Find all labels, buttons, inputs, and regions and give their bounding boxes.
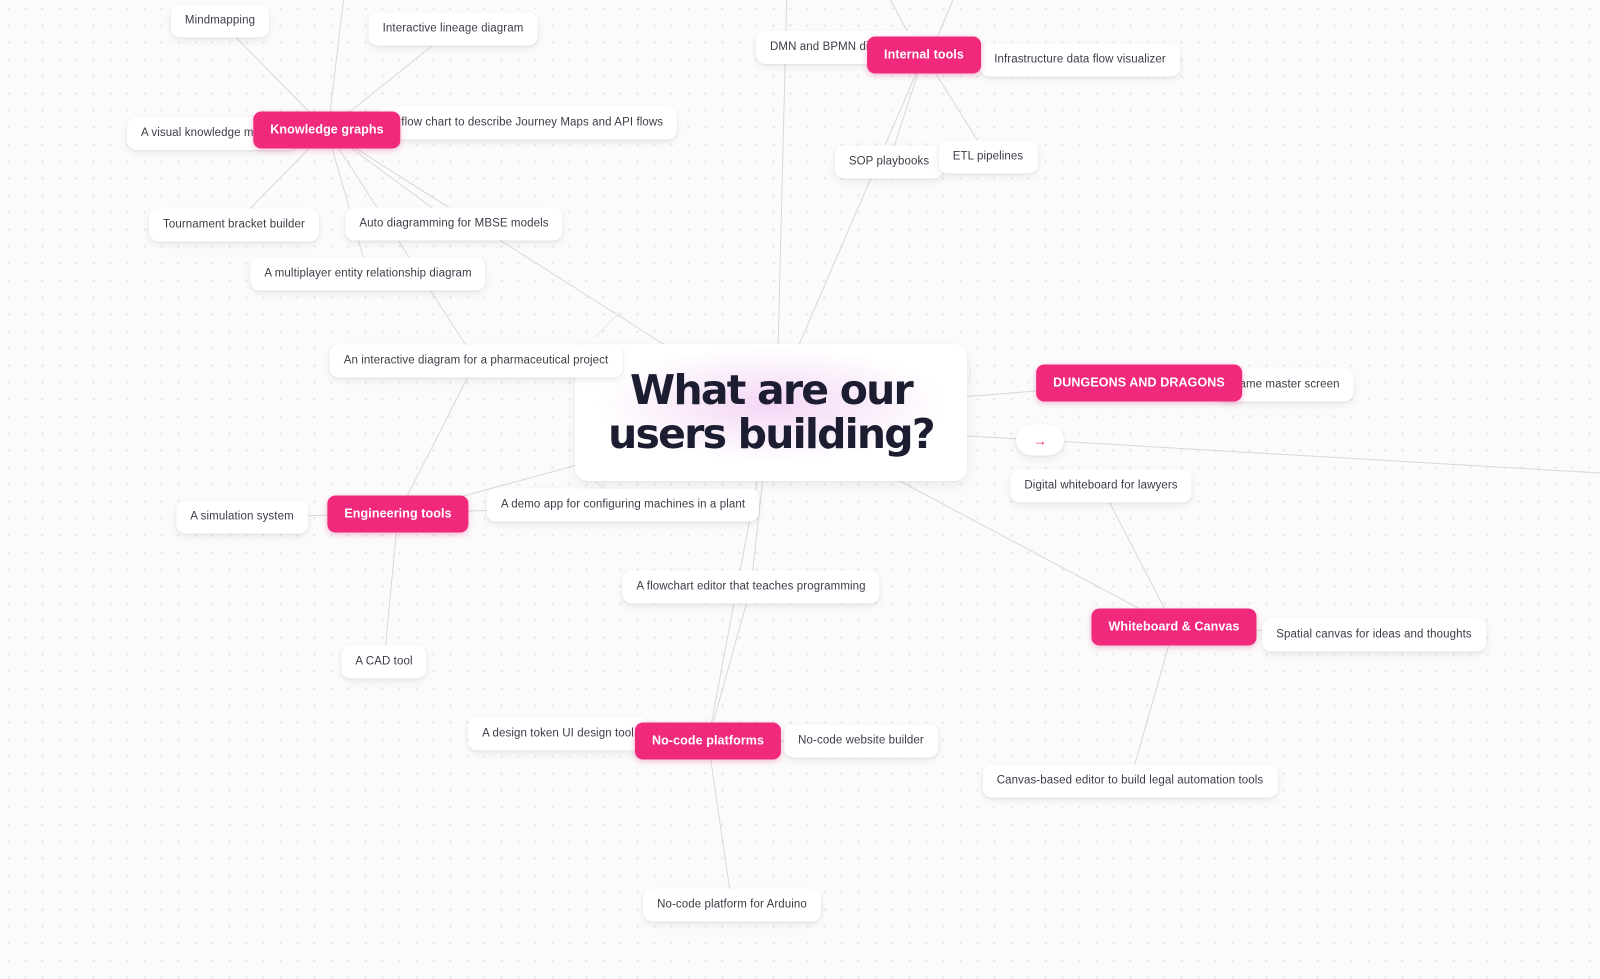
leaf-card-spatial-canvas[interactable]: Spatial canvas for ideas and thoughts xyxy=(1262,618,1486,652)
leaf-card-infra-data-flow[interactable]: Infrastructure data flow visualizer xyxy=(980,43,1180,77)
title-line-1: What are our xyxy=(630,366,914,415)
leaf-card-sop-playbooks[interactable]: SOP playbooks xyxy=(834,145,944,179)
leaf-card-lawyers-whiteboard[interactable]: Digital whiteboard for lawyers xyxy=(1010,469,1192,503)
sketch-stroke xyxy=(593,311,621,339)
category-node-dungeons-and-dragons[interactable]: DUNGEONS AND DRAGONS xyxy=(1036,364,1242,402)
arrow-right-icon: → xyxy=(1033,432,1047,448)
edge xyxy=(326,129,477,362)
glow-decoration xyxy=(575,344,967,481)
central-question-title: What are our users building? xyxy=(608,366,935,458)
leaf-card-flowchart-teaches[interactable]: A flowchart editor that teaches programm… xyxy=(622,570,880,604)
leaf-card-mindmapping[interactable]: Mindmapping xyxy=(170,4,270,38)
category-node-internal-tools[interactable]: Internal tools xyxy=(867,36,981,74)
leaf-card-design-token[interactable]: A design token UI design tool xyxy=(468,717,648,751)
leaf-card-demo-app-plant[interactable]: A demo app for configuring machines in a… xyxy=(486,488,760,522)
arrow-pill-node[interactable]: → xyxy=(1016,424,1064,456)
leaf-card-cad-tool[interactable]: A CAD tool xyxy=(341,645,427,679)
leaf-card-journey-maps[interactable]: A flow chart to describe Journey Maps an… xyxy=(376,106,678,140)
category-node-knowledge-graphs[interactable]: Knowledge graphs xyxy=(253,111,401,149)
leaf-card-tournament-bracket[interactable]: Tournament bracket builder xyxy=(149,208,319,242)
leaf-card-arduino-platform[interactable]: No-code platform for Arduino xyxy=(643,888,821,922)
leaf-card-multiplayer-erd[interactable]: A multiplayer entity relationship diagra… xyxy=(250,257,486,291)
category-node-whiteboard-canvas[interactable]: Whiteboard & Canvas xyxy=(1091,608,1257,646)
leaf-card-etl-pipelines[interactable]: ETL pipelines xyxy=(938,140,1038,174)
edge xyxy=(899,431,1600,474)
edge xyxy=(707,740,733,906)
edge xyxy=(707,586,752,742)
edge xyxy=(397,360,477,515)
leaf-card-legal-automation[interactable]: Canvas-based editor to build legal autom… xyxy=(982,764,1278,798)
title-line-2: users building? xyxy=(608,409,935,458)
edge xyxy=(935,0,954,41)
leaf-card-mbse-models[interactable]: Auto diagramming for MBSE models xyxy=(345,207,563,241)
central-topic-card[interactable]: What are our users building? xyxy=(575,344,967,481)
category-node-no-code-platforms[interactable]: No-code platforms xyxy=(634,722,782,760)
edge xyxy=(1129,626,1175,782)
edge xyxy=(326,129,369,275)
edge xyxy=(1100,485,1175,628)
leaf-card-interactive-lineage[interactable]: Interactive lineage diagram xyxy=(368,12,538,46)
category-node-engineering-tools[interactable]: Engineering tools xyxy=(327,495,469,533)
leaf-card-pharma-diagram[interactable]: An interactive diagram for a pharmaceuti… xyxy=(329,344,623,378)
edge xyxy=(383,513,399,663)
leaf-card-simulation-system[interactable]: A simulation system xyxy=(176,500,308,534)
edge xyxy=(329,0,345,113)
leaf-card-website-builder[interactable]: No-code website builder xyxy=(784,724,938,758)
